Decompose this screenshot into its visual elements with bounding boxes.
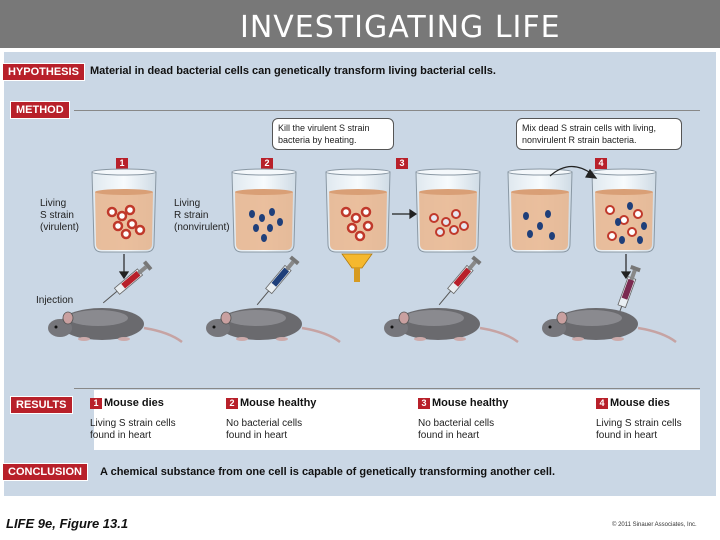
s-strain-cells-3 — [340, 206, 374, 242]
figure-caption: LIFE 9e, Figure 13.1 — [6, 516, 129, 531]
living-r-strain-label: Living R strain (nonvirulent) — [174, 198, 230, 234]
process-arrows — [118, 165, 632, 280]
burner-flame — [341, 253, 373, 269]
results-divider — [74, 388, 700, 389]
result-3-title: Mouse healthy — [432, 397, 509, 409]
step-2-number: 2 — [261, 158, 273, 169]
syringe-1 — [99, 259, 153, 308]
method-tag: METHOD — [10, 101, 70, 119]
hypothesis-text: Material in dead bacterial cells can gen… — [90, 65, 496, 77]
syringe-4 — [610, 264, 642, 326]
mix-callout: Mix dead S strain cells with living, non… — [516, 118, 682, 150]
s-strain-cells-1 — [106, 204, 146, 240]
header-bar: INVESTIGATING LIFE — [0, 0, 720, 48]
syringe-3 — [434, 255, 483, 309]
result-3-number: 3 — [418, 398, 430, 409]
r-strain-cells-2 — [249, 208, 283, 242]
hypothesis-tag: HYPOTHESIS — [2, 63, 85, 81]
label-s-line2: S strain — [40, 210, 74, 221]
page-title: INVESTIGATING LIFE — [240, 10, 561, 45]
conclusion-tag: CONCLUSION — [2, 463, 88, 481]
dead-s-cells-4 — [429, 209, 469, 237]
method-divider — [74, 110, 700, 111]
beaker-5-mixed-source — [507, 168, 573, 253]
result-2-title: Mouse healthy — [240, 397, 317, 409]
result-4-line2: found in heart — [596, 430, 658, 441]
mouse-3 — [382, 306, 520, 344]
results-tag: RESULTS — [10, 396, 73, 414]
mixed-cells-6 — [605, 202, 647, 244]
result-4-title: Mouse dies — [610, 397, 670, 409]
beaker-1 — [91, 168, 157, 253]
label-r-line2: R strain — [174, 210, 209, 221]
result-3-line1: No bacterial cells — [418, 418, 495, 429]
mouse-1 — [46, 306, 184, 344]
mouse-4 — [540, 306, 678, 344]
label-r-line1: Living — [174, 198, 201, 209]
result-4-number: 4 — [596, 398, 608, 409]
label-s-line3: (virulent) — [40, 222, 79, 233]
result-3-line2: found in heart — [418, 430, 480, 441]
heat-kill-callout: Kill the virulent S strain bacteria by h… — [272, 118, 394, 150]
result-1-title: Mouse dies — [104, 397, 164, 409]
syringe-2 — [252, 255, 301, 309]
burner-stem — [354, 268, 360, 282]
step-4-number: 4 — [595, 158, 607, 169]
label-s-line1: Living — [40, 198, 67, 209]
copyright: © 2011 Sinauer Associates, Inc. — [612, 522, 697, 528]
conclusion-text: A chemical substance from one cell is ca… — [100, 466, 556, 478]
label-r-line3: (nonvirulent) — [174, 222, 230, 233]
injection-label: Injection — [36, 295, 74, 306]
result-2-number: 2 — [226, 398, 238, 409]
result-1-line2: found in heart — [90, 430, 152, 441]
step-1-number: 1 — [116, 158, 128, 169]
result-1-number: 1 — [90, 398, 102, 409]
result-1-line1: Living S strain cells — [90, 418, 176, 429]
step-3-number: 3 — [396, 158, 408, 169]
result-2-line2: found in heart — [226, 430, 288, 441]
beaker-4-dead-s — [415, 168, 481, 253]
mouse-2 — [204, 306, 342, 344]
result-4-line1: Living S strain cells — [596, 418, 682, 429]
r-strain-cells-5 — [523, 210, 555, 240]
living-s-strain-label: Living S strain (virulent) — [40, 198, 79, 234]
result-2-line1: No bacterial cells — [226, 418, 303, 429]
